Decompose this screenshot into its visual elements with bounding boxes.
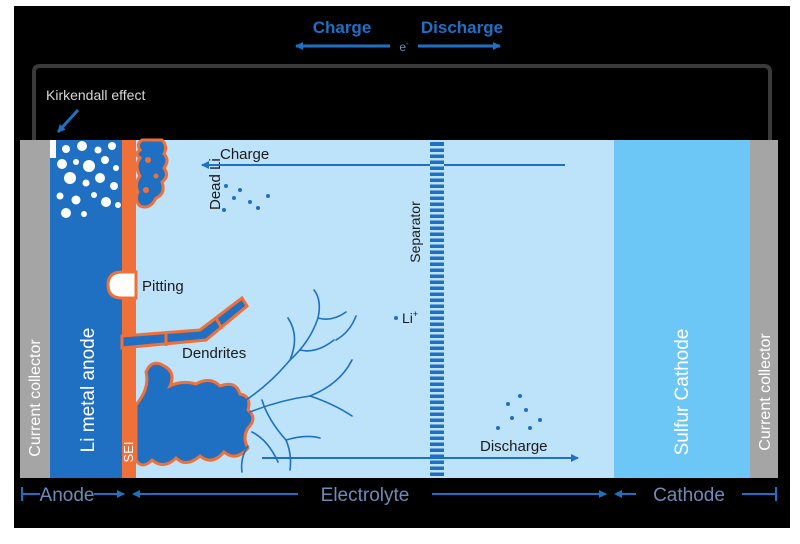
sulfur-cathode-label: Sulfur Cathode	[672, 329, 693, 456]
title-charge: Charge	[313, 18, 372, 37]
separator	[430, 142, 444, 476]
region-electrolyte: Electrolyte	[321, 485, 410, 506]
ion-dots-lower	[496, 394, 542, 430]
region-anode: Anode	[40, 485, 95, 506]
discharge-label: Discharge	[480, 438, 548, 455]
kirkendall-arrow	[56, 108, 80, 134]
dendrites-label: Dendrites	[182, 345, 246, 362]
dendrite-segments	[120, 295, 249, 350]
mossy-dendrite	[134, 361, 255, 467]
pitting-label: Pitting	[142, 278, 184, 295]
dead-li-particles	[134, 138, 169, 209]
ion-dots-upper	[222, 184, 270, 212]
sei-label: SEI	[121, 442, 136, 463]
li-ion-dot	[394, 316, 398, 320]
kirkendall-void	[50, 140, 56, 158]
current-collector-right	[750, 140, 778, 478]
sei-layer	[122, 140, 136, 478]
region-cathode: Cathode	[653, 485, 725, 506]
region-markers	[21, 487, 777, 501]
external-circuit-wire	[32, 64, 772, 140]
dendrite-branches	[240, 289, 357, 473]
current-collector-left	[20, 140, 50, 478]
current-collector-left-label: Current collector	[27, 339, 44, 457]
separator-label: Separator	[407, 201, 423, 263]
charge-label: Charge	[220, 146, 269, 163]
current-collector-right-label: Current collector	[757, 333, 774, 451]
sulfur-cathode	[614, 140, 750, 478]
kirkendall-label: Kirkendall effect	[46, 87, 145, 103]
title-discharge: Discharge	[421, 18, 503, 37]
anode-voids	[56, 141, 121, 218]
li-ion-label: Li+	[402, 309, 418, 326]
li-metal-anode-label: Li metal anode	[78, 328, 99, 453]
electron-symbol: e-	[399, 39, 409, 54]
dead-li-label: Dead Li	[207, 158, 224, 210]
pitting-pit	[106, 270, 138, 300]
